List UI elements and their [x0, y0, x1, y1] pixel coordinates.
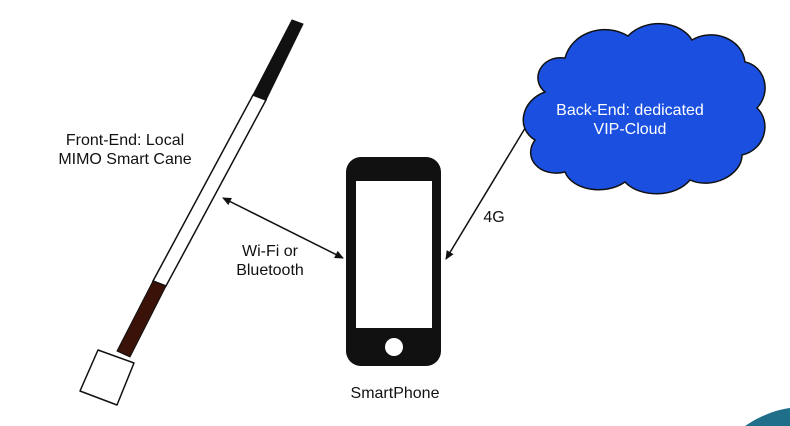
smartphone-screen	[356, 181, 432, 328]
back-end-label-line2: VIP-Cloud	[593, 121, 667, 138]
cane-handle-box	[79, 349, 135, 406]
wifi-bluetooth-arrow	[222, 197, 344, 259]
back-end-label: Back-End: dedicated VIP-Cloud	[530, 101, 730, 139]
front-end-label-line1: Front-End: Local	[65, 132, 185, 149]
4g-arrow	[445, 119, 531, 260]
wifi-bluetooth-label: Wi-Fi or Bluetooth	[215, 242, 325, 280]
back-end-label-line1: Back-End: dedicated	[556, 102, 704, 119]
cloud-shape	[522, 23, 766, 195]
back-end-cloud	[522, 23, 766, 195]
smartphone-label: SmartPhone	[350, 385, 440, 402]
cane-tip	[252, 19, 304, 101]
front-end-label-line2: MIMO Smart Cane	[58, 151, 192, 168]
front-end-label: Front-End: Local MIMO Smart Cane	[30, 131, 220, 169]
smart-cane	[79, 19, 304, 406]
smartphone	[346, 157, 441, 366]
wifi-bluetooth-label-line1: Wi-Fi or	[242, 243, 298, 260]
cane-grip	[116, 280, 167, 358]
smartphone-home-button	[385, 338, 403, 356]
corner-accent-shape	[745, 408, 790, 426]
wifi-bluetooth-label-line2: Bluetooth	[236, 262, 304, 279]
4g-label: 4G	[483, 209, 505, 226]
